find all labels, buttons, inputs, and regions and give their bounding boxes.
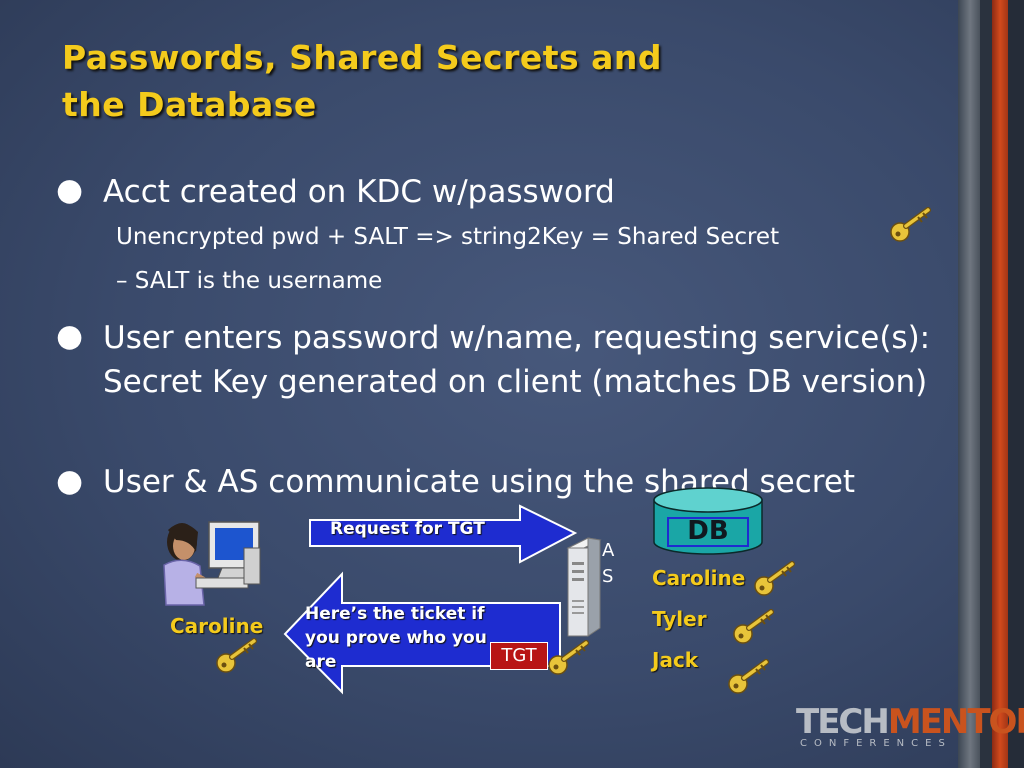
key-icon bbox=[891, 210, 928, 241]
request-arrow-label: Request for TGT bbox=[330, 519, 485, 539]
database-label: DB bbox=[687, 516, 729, 546]
ticket-badge: TGT bbox=[490, 642, 548, 670]
bullet-marker: ● bbox=[56, 463, 84, 499]
key-icon bbox=[734, 612, 771, 643]
db-user-caroline: Caroline bbox=[652, 566, 746, 590]
database-icon bbox=[653, 487, 763, 555]
techmentor-logo: TECHMENTOR bbox=[796, 702, 1024, 742]
decorative-stripe bbox=[1008, 0, 1024, 768]
subpoint-1: Unencrypted pwd + SALT => string2Key = S… bbox=[116, 224, 780, 250]
bullet-text-1: Acct created on KDC w/password bbox=[103, 174, 615, 210]
request-arrow bbox=[309, 504, 578, 564]
decorative-stripe bbox=[958, 0, 980, 768]
user-at-computer-icon bbox=[163, 521, 261, 606]
key-icon bbox=[217, 641, 254, 672]
decorative-stripe bbox=[992, 0, 1008, 768]
db-user-tyler: Tyler bbox=[652, 607, 707, 631]
server-label-a: A bbox=[602, 540, 615, 561]
server-icon bbox=[566, 537, 602, 637]
client-label: Caroline bbox=[170, 614, 264, 638]
key-icon bbox=[729, 662, 766, 693]
decorative-stripe bbox=[980, 0, 992, 768]
slide-title: Passwords, Shared Secrets and the Databa… bbox=[62, 34, 762, 128]
bullet-marker: ● bbox=[56, 318, 84, 354]
db-user-jack: Jack bbox=[652, 648, 699, 672]
title-line-1: Passwords, Shared Secrets and bbox=[62, 38, 663, 77]
bullet-text-2: User enters password w/name, requesting … bbox=[103, 320, 931, 400]
response-arrow-label: Here’s the ticket if you prove who you a… bbox=[305, 604, 487, 672]
title-line-2: the Database bbox=[62, 85, 317, 124]
techmentor-logo-subtitle: CONFERENCES bbox=[800, 738, 952, 749]
subpoint-2: – SALT is the username bbox=[116, 268, 383, 294]
bullet-marker: ● bbox=[56, 172, 84, 208]
server-label-s: S bbox=[602, 566, 614, 587]
key-icon bbox=[755, 564, 792, 595]
